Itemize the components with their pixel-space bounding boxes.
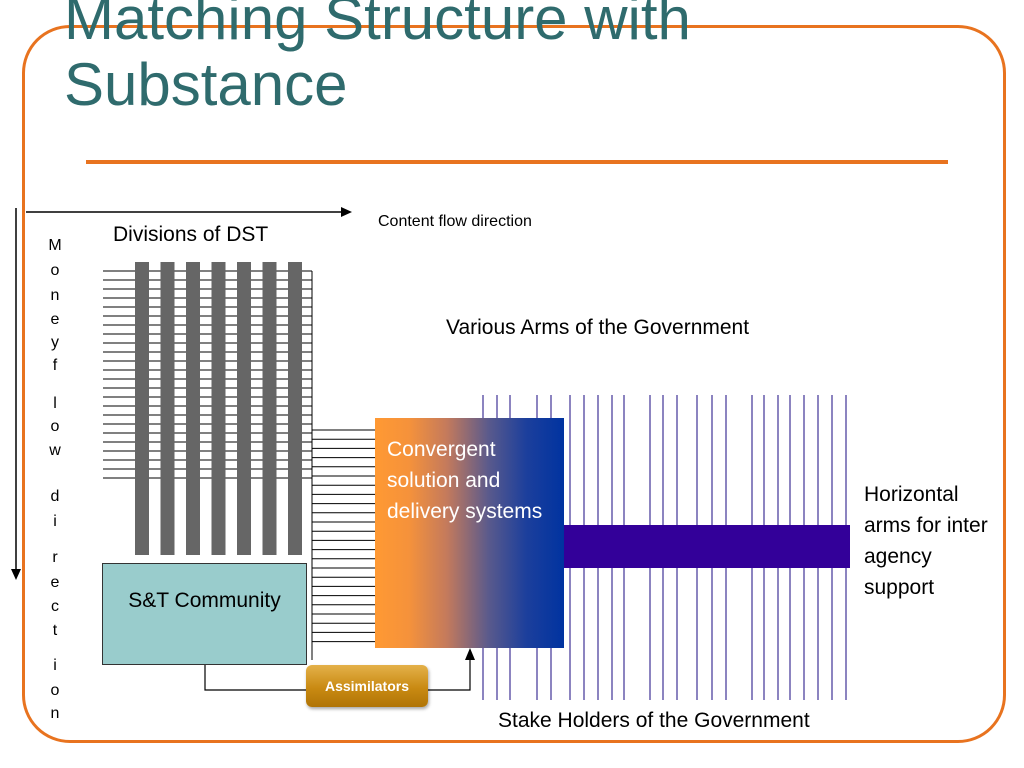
dst-division-column [211,262,226,555]
dst-division-column [160,262,175,555]
convergent-solution-box: Convergent solution and delivery systems [375,418,564,648]
convergent-solution-text: Convergent solution and delivery systems [387,438,543,523]
money-flow-letter: c [51,598,59,615]
dst-division-column [288,262,302,555]
money-flow-letter: e [50,311,60,328]
st-to-assimilators-connector [204,665,306,691]
horizontal-arm-bar [564,525,850,568]
money-flow-letter: o [50,418,60,435]
dst-division-column [262,262,277,555]
money-flow-letter: o [50,682,60,699]
dst-division-column [186,262,200,555]
slide-frame [22,25,1006,743]
slide-title: Matching Structure with Substance [64,0,691,118]
stake-holders-label: Stake Holders of the Government [498,709,810,732]
money-flow-letter: d [50,488,60,505]
st-community-text: S&T Community [128,589,281,612]
connector-horizontal-lines [312,429,375,643]
content-flow-arrowhead [341,207,352,217]
dst-division-column [135,262,149,555]
money-flow-letter: e [50,574,60,591]
money-flow-letter: l [53,395,57,412]
money-flow-letter: w [49,442,61,459]
money-flow-letter: n [50,287,60,304]
various-arms-label: Various Arms of the Government [446,316,750,339]
money-flow-arrowhead [11,569,21,580]
assimilators-button[interactable]: Assimilators [306,665,428,707]
dst-division-columns [135,262,302,555]
title-underline [86,160,948,164]
content-flow-label: Content flow direction [378,213,532,230]
money-flow-letter: y [51,334,59,351]
st-community-box: S&T Community [102,563,307,665]
money-flow-letter: t [52,622,58,639]
money-flow-letter: i [53,513,57,530]
dst-division-column [237,262,251,555]
money-flow-letter: i [53,657,57,674]
horizontal-arms-label: Horizontal arms for inter agency support [864,483,988,599]
money-flow-letter: f [52,357,58,374]
convergent-arrowhead [465,648,475,660]
money-flow-letter: o [50,262,60,279]
assimilators-to-convergent-connector [428,658,471,691]
money-flow-letter: M [48,237,62,254]
money-flow-letter: r [52,549,58,566]
divisions-label: Divisions of DST [113,223,269,246]
money-flow-letter: n [50,705,60,722]
